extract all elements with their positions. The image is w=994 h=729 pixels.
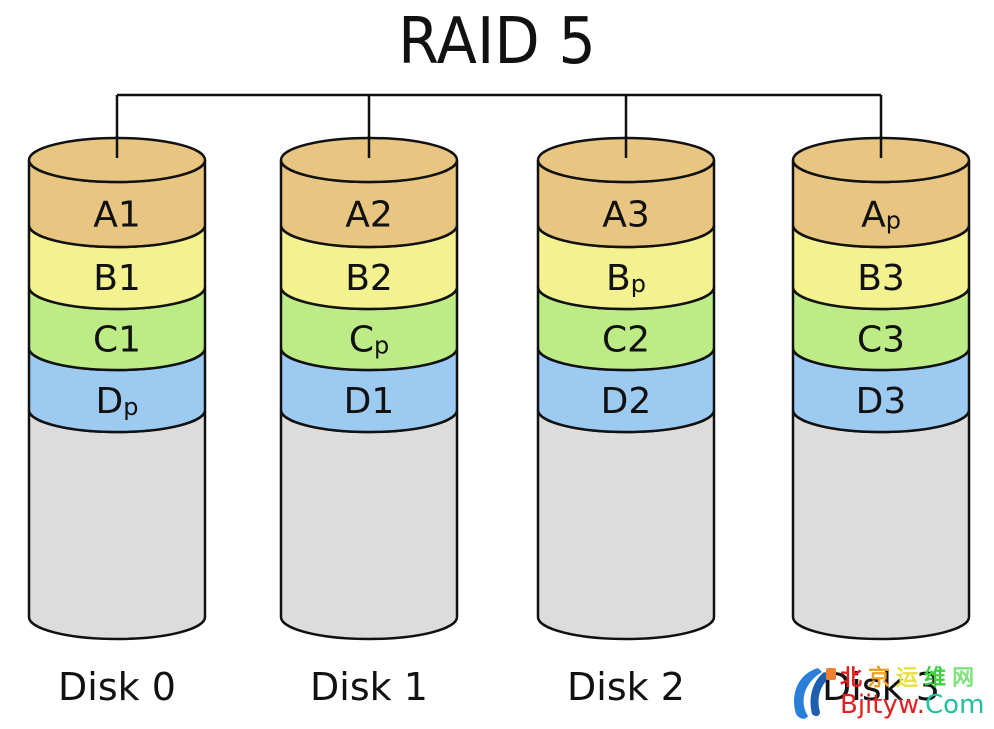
watermark: 北京运维网 Bjityw.Com: [788, 660, 994, 729]
block-index: 1: [118, 320, 141, 361]
watermark-char: 网: [952, 665, 981, 691]
data-block-label: A3: [602, 195, 650, 236]
parity-block-label: Bp: [606, 258, 646, 299]
block-stripe-letter: B: [93, 258, 118, 299]
block-stripe-letter: B: [345, 258, 370, 299]
data-block-label: C1: [93, 320, 141, 361]
data-block-label: C2: [602, 320, 650, 361]
parity-block-label: Cp: [349, 320, 389, 361]
parity-marker: p: [631, 270, 646, 298]
watermark-site-part2: Com: [925, 690, 985, 720]
data-block-label: B3: [857, 258, 905, 299]
controller-connector: [115, 93, 883, 158]
block-index: 3: [882, 258, 905, 299]
watermark-logo-icon: [794, 668, 836, 719]
block-stripe-letter: B: [606, 258, 631, 299]
disk-empty-space: [536, 409, 716, 641]
disk-empty-space: [27, 409, 207, 641]
block-stripe-letter: D: [96, 381, 124, 422]
block-stripe-letter: A: [602, 195, 627, 236]
block-stripe-letter: C: [93, 320, 118, 361]
block-stripe-letter: C: [602, 320, 627, 361]
block-index: 1: [118, 195, 141, 236]
disk-empty-space: [791, 409, 971, 641]
watermark-site-text: Bjityw.Com: [840, 690, 984, 720]
disk-label-2: Disk 2: [567, 665, 685, 709]
disk-label-0: Disk 0: [58, 665, 176, 709]
watermark-char: 北: [840, 665, 869, 691]
block-index: 2: [628, 381, 651, 422]
watermark-site-part1: Bjityw: [840, 690, 917, 720]
parity-marker: p: [886, 207, 901, 235]
watermark-chinese-text: 北京运维网: [840, 660, 980, 692]
parity-block-label: Ap: [861, 195, 901, 236]
block-index: 1: [118, 258, 141, 299]
disk-label-1: Disk 1: [310, 665, 428, 709]
disk-empty-space: [279, 409, 459, 641]
block-index: 2: [370, 258, 393, 299]
block-stripe-letter: A: [345, 195, 370, 236]
parity-marker: p: [374, 332, 389, 360]
data-block-label: B1: [93, 258, 141, 299]
data-block-label: B2: [345, 258, 393, 299]
diagram-title: RAID 5: [398, 5, 596, 79]
block-stripe-letter: A: [93, 195, 118, 236]
data-block-label: D2: [601, 381, 652, 422]
disk-label-3: Disk 3: [822, 665, 940, 709]
data-block-label: D3: [856, 381, 907, 422]
block-stripe-letter: B: [857, 258, 882, 299]
parity-marker: p: [123, 393, 138, 421]
data-block-label: A2: [345, 195, 393, 236]
data-block-label: D1: [344, 381, 395, 422]
block-stripe-letter: D: [601, 381, 629, 422]
watermark-char: 京: [868, 665, 897, 691]
watermark-char: 维: [924, 665, 953, 691]
parity-block-label: Dp: [96, 381, 139, 422]
block-stripe-letter: C: [349, 320, 374, 361]
block-index: 2: [627, 320, 650, 361]
watermark-char: 运: [896, 665, 925, 691]
block-stripe-letter: D: [856, 381, 884, 422]
watermark-site-dot: .: [916, 690, 926, 720]
block-index: 3: [882, 320, 905, 361]
block-stripe-letter: D: [344, 381, 372, 422]
block-index: 3: [883, 381, 906, 422]
block-stripe-letter: C: [857, 320, 882, 361]
data-block-label: C3: [857, 320, 905, 361]
block-index: 2: [370, 195, 393, 236]
block-index: 3: [627, 195, 650, 236]
data-block-label: A1: [93, 195, 141, 236]
block-stripe-letter: A: [861, 195, 886, 236]
block-index: 1: [371, 381, 394, 422]
